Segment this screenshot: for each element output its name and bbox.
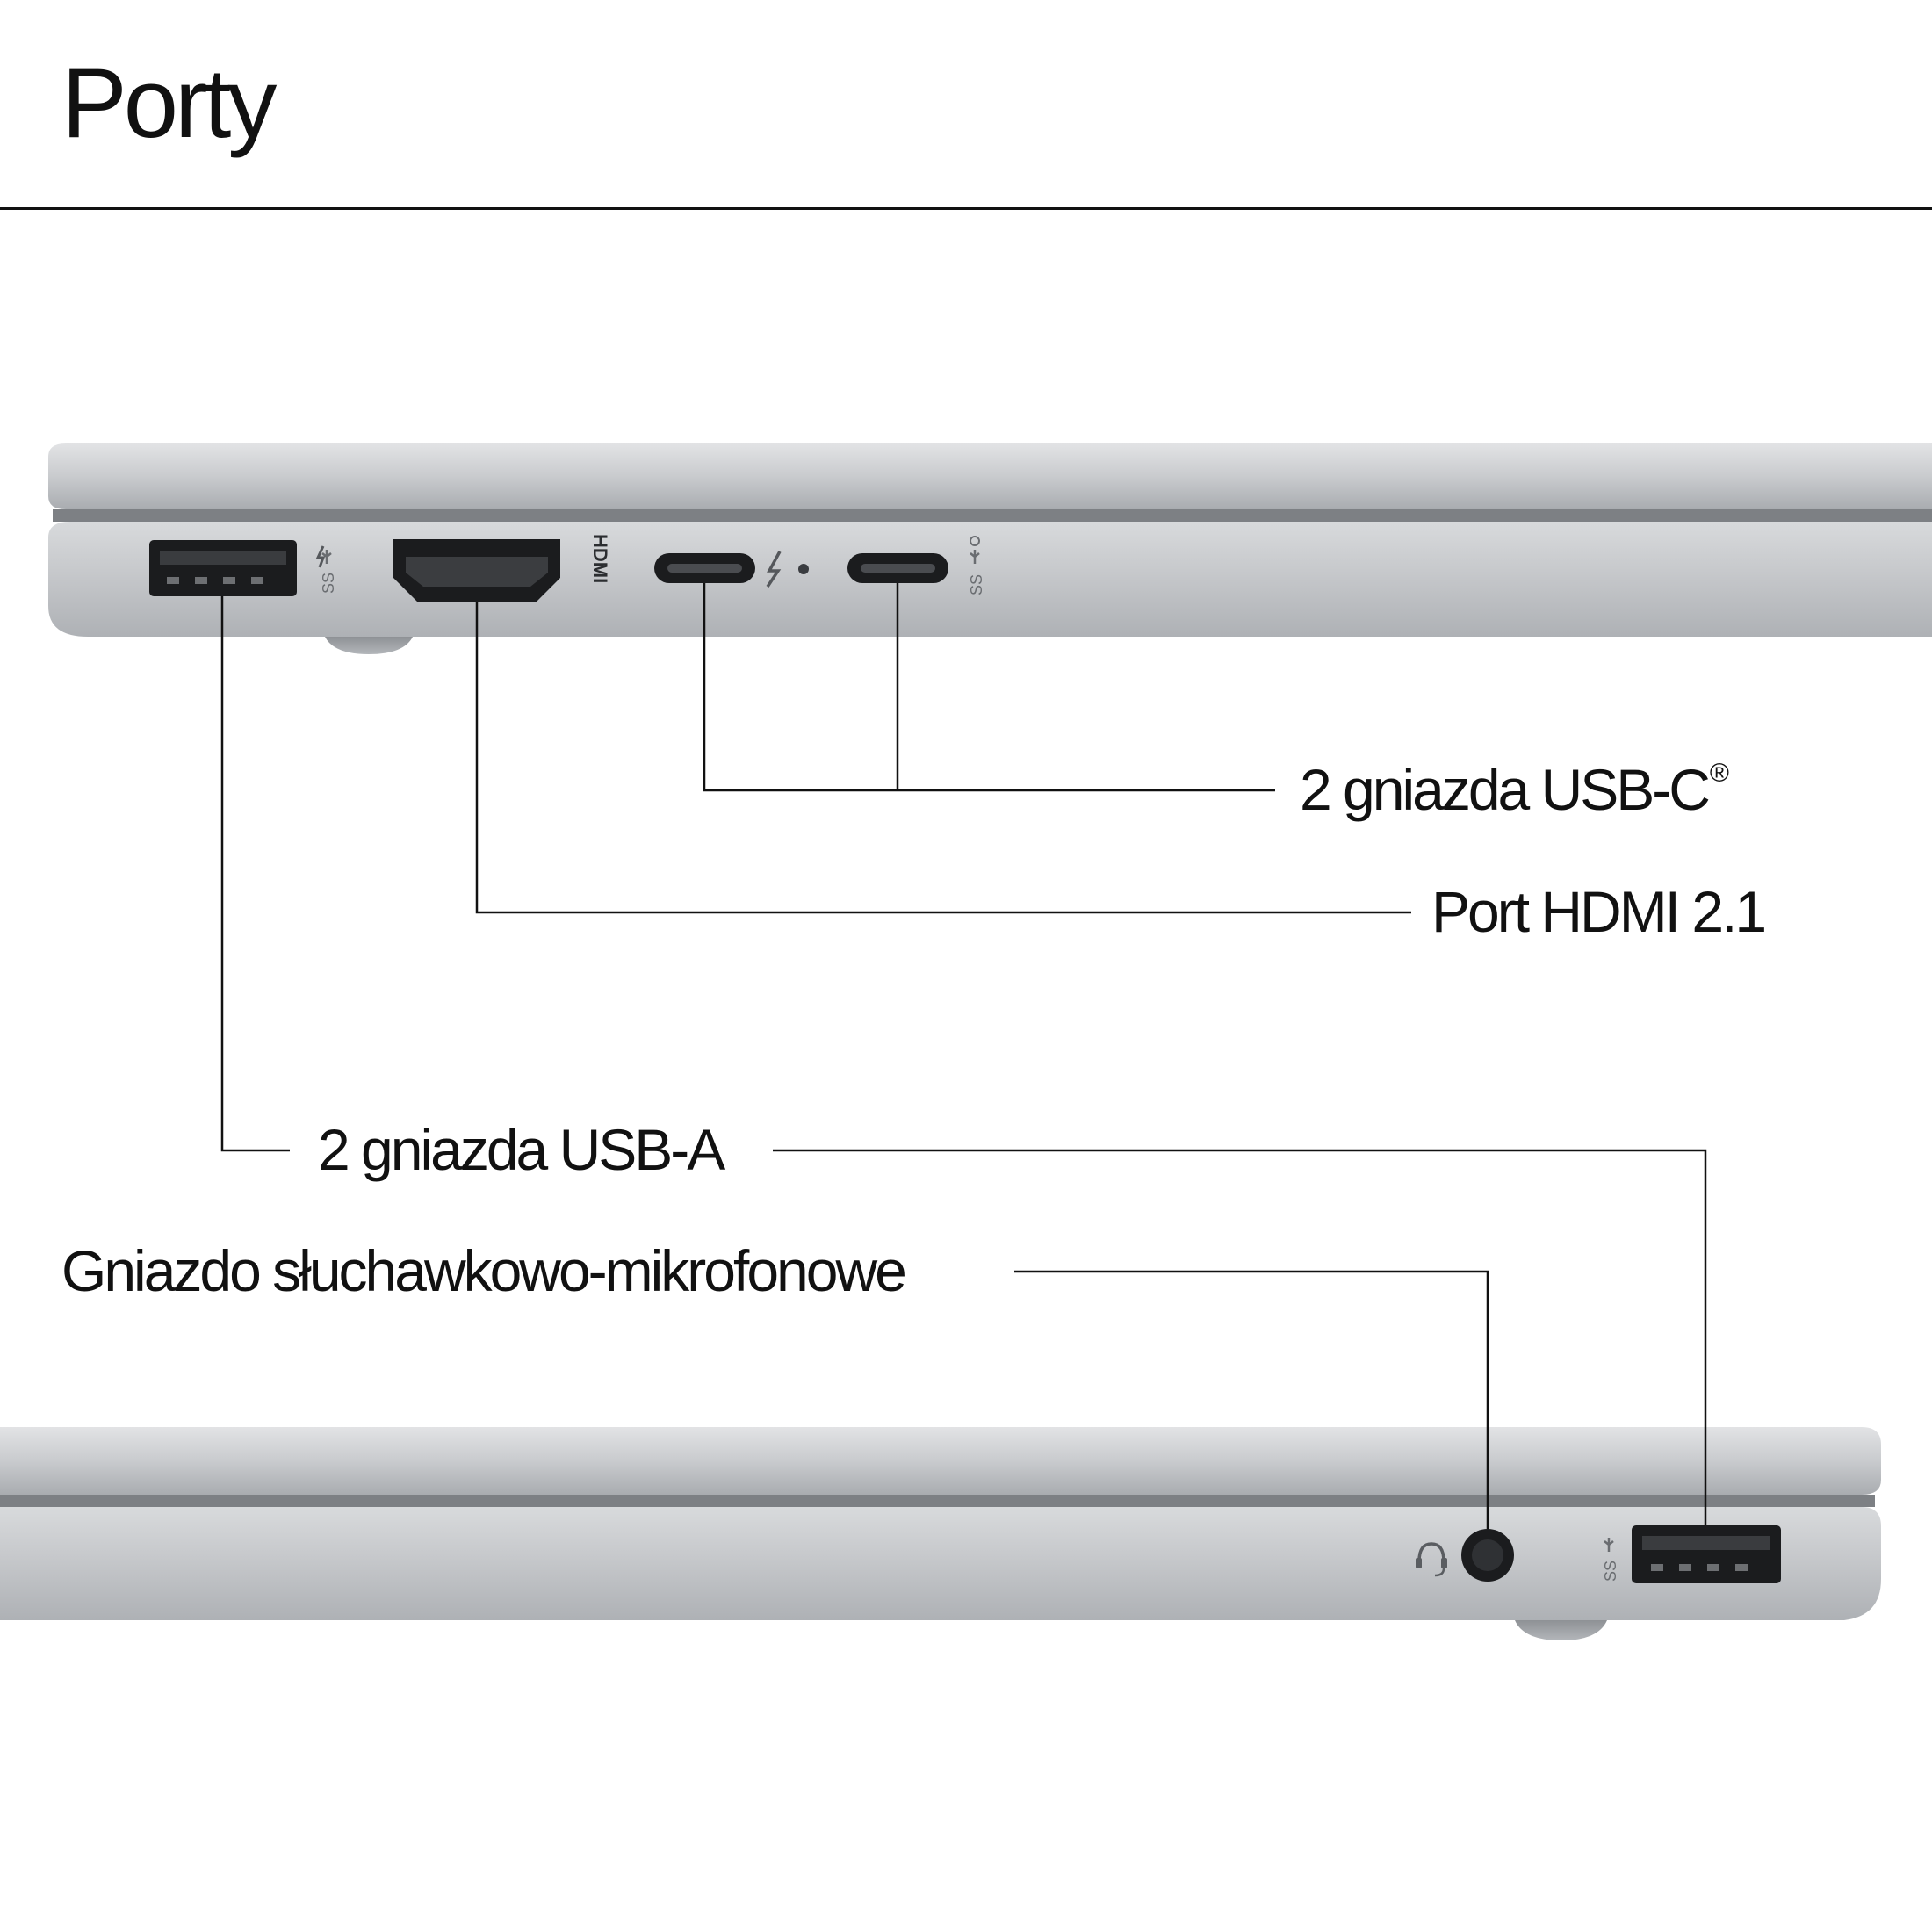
- audio-jack: [1461, 1529, 1514, 1582]
- lightning-icon: [315, 545, 326, 568]
- usb-a-port-left: [149, 540, 297, 596]
- laptop-left-side: SS HDMI SS: [48, 443, 1932, 654]
- left-seam: [53, 509, 1932, 522]
- right-seam: [0, 1495, 1875, 1507]
- left-lid: [48, 443, 1932, 509]
- power-icon: SS: [968, 536, 985, 595]
- right-base: [0, 1507, 1881, 1620]
- laptop-right-side: SS: [0, 1427, 1881, 1640]
- hdmi-port: [393, 539, 560, 602]
- usb-icon: SS: [320, 550, 337, 594]
- title-divider: [0, 207, 1932, 210]
- right-foot: [1515, 1620, 1607, 1640]
- page-title: Porty: [61, 48, 277, 158]
- ss-marking: SS: [320, 573, 337, 594]
- hdmi-logo: HDMI: [589, 534, 611, 583]
- leader-usb-c: [703, 583, 1275, 792]
- thunderbolt-icon: [766, 551, 782, 588]
- charge-led: [798, 564, 809, 574]
- leader-usb-a-left: [220, 596, 290, 1152]
- leader-usb-a-right: [773, 1149, 1707, 1525]
- left-foot: [325, 637, 413, 654]
- headset-icon: [1416, 1542, 1447, 1577]
- registered-mark: ®: [1709, 759, 1730, 788]
- usb-icon: SS: [1602, 1538, 1619, 1582]
- svg-text:SS: SS: [968, 574, 985, 595]
- leader-audio: [1014, 1270, 1489, 1529]
- label-audio: Gniazdo słuchawkowo-mikrofonowe: [61, 1238, 907, 1303]
- leader-lines: [220, 583, 1707, 1529]
- right-lid: [0, 1427, 1881, 1495]
- leader-hdmi: [475, 602, 1411, 914]
- label-usb-a: 2 gniazda USB-A: [318, 1117, 725, 1182]
- label-hdmi: Port HDMI 2.1: [1431, 879, 1767, 944]
- usb-a-port-right: [1632, 1525, 1781, 1583]
- label-usb-c: 2 gniazda USB-C®: [1300, 757, 1730, 822]
- svg-text:SS: SS: [1602, 1561, 1619, 1582]
